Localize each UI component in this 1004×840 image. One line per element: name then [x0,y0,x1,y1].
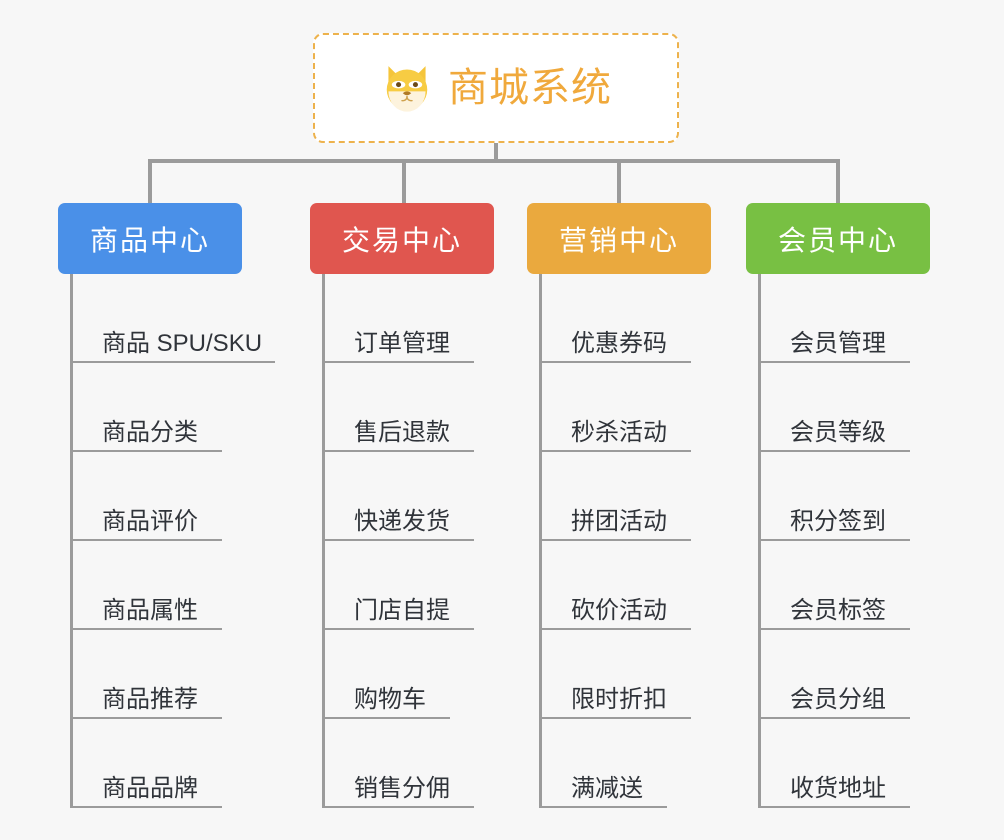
connector-bus [148,159,840,163]
leaf-item[interactable]: 会员等级 [746,363,930,452]
leaf-item-label: 收货地址 [790,774,886,802]
column-trade-center: 交易中心订单管理售后退款快递发货门店自提购物车销售分佣 [310,203,494,808]
leaf-item-rule [322,628,474,630]
leaf-item-rule [758,539,910,541]
leaf-item-label: 满减送 [571,774,643,802]
leaf-item-rule [322,539,474,541]
column-spine-product-center [70,274,73,808]
leaf-item-rule [70,450,222,452]
column-marketing-center: 营销中心优惠券码秒杀活动拼团活动砍价活动限时折扣满减送 [527,203,711,808]
leaf-item-label: 限时折扣 [571,685,667,713]
leaf-item[interactable]: 会员标签 [746,541,930,630]
leaf-item[interactable]: 门店自提 [310,541,494,630]
leaf-item[interactable]: 会员管理 [746,274,930,363]
leaf-item-rule [758,361,910,363]
leaf-item-label: 优惠券码 [571,329,667,357]
leaf-item[interactable]: 拼团活动 [527,452,711,541]
leaf-item[interactable]: 优惠券码 [527,274,711,363]
leaf-item-label: 销售分佣 [354,774,450,802]
leaf-item-label: 售后退款 [354,418,450,446]
leaf-item-label: 商品评价 [102,507,198,535]
leaf-item[interactable]: 收货地址 [746,719,930,808]
leaf-item-rule [70,361,275,363]
column-body-trade-center: 订单管理售后退款快递发货门店自提购物车销售分佣 [310,274,494,808]
leaf-item-rule [322,361,474,363]
leaf-item-label: 商品属性 [102,596,198,624]
leaf-item-rule [539,628,691,630]
leaf-item-rule [539,450,691,452]
leaf-item[interactable]: 满减送 [527,719,711,808]
leaf-item-label: 会员等级 [790,418,886,446]
leaf-item-label: 积分签到 [790,507,886,535]
leaf-item-rule [70,806,222,808]
column-member-center: 会员中心会员管理会员等级积分签到会员标签会员分组收货地址 [746,203,930,808]
leaf-item-rule [758,450,910,452]
leaf-item-label: 会员分组 [790,685,886,713]
leaf-item-label: 门店自提 [354,596,450,624]
leaf-item[interactable]: 售后退款 [310,363,494,452]
leaf-item[interactable]: 商品推荐 [58,630,242,719]
leaf-item-label: 商品 SPU/SKU [102,329,263,357]
leaf-item-rule [539,806,667,808]
column-header-product-center[interactable]: 商品中心 [58,203,242,274]
leaf-item-rule [70,628,222,630]
leaf-item-label: 拼团活动 [571,507,667,535]
leaf-item[interactable]: 积分签到 [746,452,930,541]
leaf-item[interactable]: 购物车 [310,630,494,719]
connector-drop-member-center [836,159,840,205]
leaf-item-rule [539,361,691,363]
column-header-member-center[interactable]: 会员中心 [746,203,930,274]
leaf-item[interactable]: 商品品牌 [58,719,242,808]
leaf-item-label: 秒杀活动 [571,418,667,446]
leaf-item-rule [539,539,691,541]
leaf-item[interactable]: 商品评价 [58,452,242,541]
leaf-item-rule [758,628,910,630]
leaf-item-label: 会员标签 [790,596,886,624]
leaf-item-label: 商品品牌 [102,774,198,802]
leaf-item[interactable]: 销售分佣 [310,719,494,808]
column-spine-member-center [758,274,761,808]
connector-drop-trade-center [402,159,406,205]
column-spine-marketing-center [539,274,542,808]
column-body-product-center: 商品 SPU/SKU 商品分类商品评价商品属性商品推荐商品品牌 [58,274,275,808]
leaf-item[interactable]: 商品分类 [58,363,242,452]
leaf-item[interactable]: 砍价活动 [527,541,711,630]
column-body-member-center: 会员管理会员等级积分签到会员标签会员分组收货地址 [746,274,930,808]
leaf-item[interactable]: 快递发货 [310,452,494,541]
column-spine-trade-center [322,274,325,808]
leaf-item-label: 砍价活动 [571,596,667,624]
leaf-item[interactable]: 订单管理 [310,274,494,363]
connector-stem [494,143,498,163]
leaf-item[interactable]: 会员分组 [746,630,930,719]
column-product-center: 商品中心商品 SPU/SKU 商品分类商品评价商品属性商品推荐商品品牌 [58,203,275,808]
leaf-item[interactable]: 秒杀活动 [527,363,711,452]
leaf-item-label: 会员管理 [790,329,886,357]
leaf-item[interactable]: 商品 SPU/SKU [58,274,275,363]
leaf-item-rule [758,717,910,719]
leaf-item[interactable]: 商品属性 [58,541,242,630]
leaf-item-rule [758,806,910,808]
leaf-item-label: 购物车 [354,685,426,713]
leaf-item-rule [322,717,450,719]
leaf-item-rule [539,717,691,719]
leaf-item-label: 商品分类 [102,418,198,446]
root-title: 商城系统 [448,66,612,110]
leaf-item-rule [70,717,222,719]
shiba-dog-face-icon [386,66,428,112]
connector-drop-product-center [148,159,152,205]
column-header-trade-center[interactable]: 交易中心 [310,203,494,274]
leaf-item-rule [322,806,474,808]
leaf-item-rule [70,539,222,541]
leaf-item-label: 商品推荐 [102,685,198,713]
leaf-item-label: 订单管理 [354,329,450,357]
leaf-item-rule [322,450,474,452]
connector-drop-marketing-center [617,159,621,205]
leaf-item-label: 快递发货 [354,507,450,535]
column-header-marketing-center[interactable]: 营销中心 [527,203,711,274]
leaf-item[interactable]: 限时折扣 [527,630,711,719]
root-node[interactable]: 商城系统 [313,33,679,143]
column-body-marketing-center: 优惠券码秒杀活动拼团活动砍价活动限时折扣满减送 [527,274,711,808]
